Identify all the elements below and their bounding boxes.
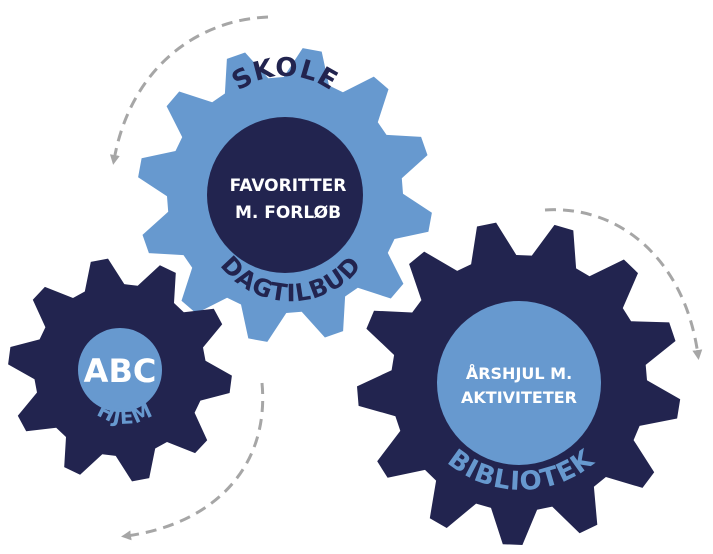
bibliotek-center-line2: AKTIVITETER [461,388,577,407]
hjem-gear: ABC HJEM [8,258,232,482]
skole-center-line2: M. FORLØB [235,203,341,223]
dashed-arrow-right [544,208,703,360]
dashed-arrow-bottom-left [121,382,265,541]
bibliotek-gear-center [437,301,601,465]
skole-gear: SKOLE DAGTILBUD FAVORITTER M. FORLØB [138,48,432,342]
bibliotek-center-line1: ÅRSHJUL M. [466,364,572,383]
hjem-gear-center [78,328,162,412]
dashed-arrow-top-left [109,15,269,165]
skole-center-line1: FAVORITTER [230,176,347,196]
skole-gear-center [207,117,363,273]
hjem-center-label: ABC [84,352,157,390]
bibliotek-gear: ÅRSHJUL M. AKTIVITETER BIBLIOTEK [357,222,681,545]
